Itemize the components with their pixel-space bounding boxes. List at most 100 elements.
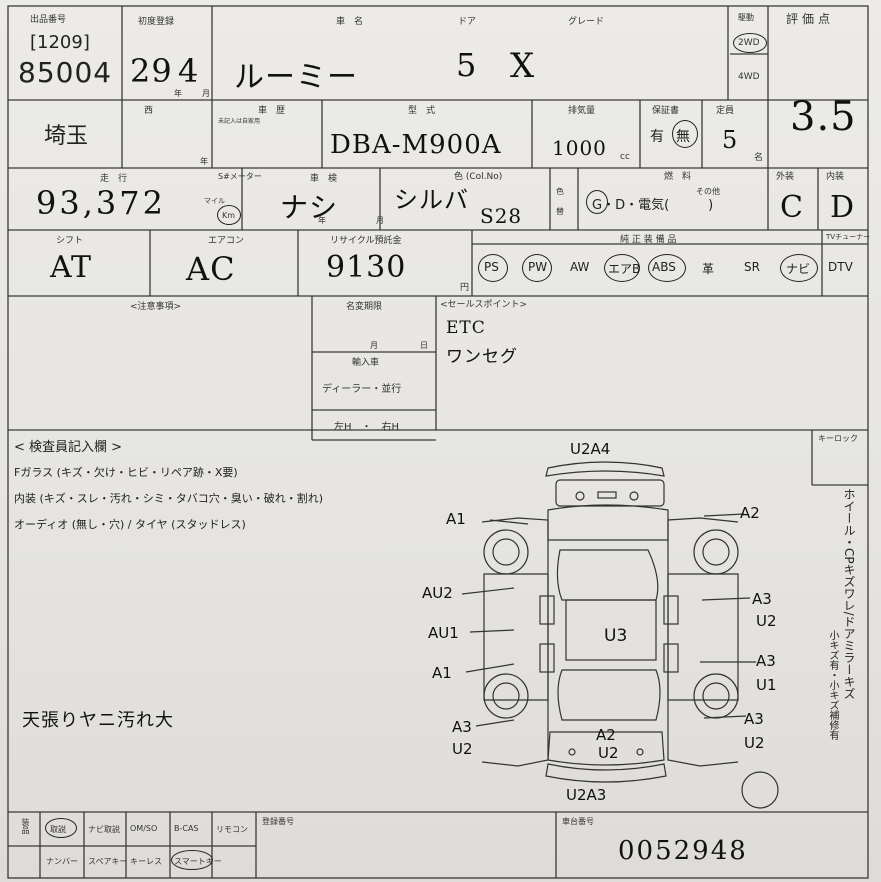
model-name-label: 車 名 bbox=[336, 17, 364, 27]
acc-keyless: キーレス bbox=[130, 857, 162, 866]
row2-year-label: 年 bbox=[200, 157, 208, 166]
displacement-label: 排気量 bbox=[568, 106, 596, 116]
fuel-other-label: その他 bbox=[696, 187, 720, 196]
history-label: 車 歴 bbox=[258, 106, 286, 116]
equip-dtv: DTV bbox=[828, 260, 853, 274]
acc-plate: ナンバー bbox=[46, 857, 78, 866]
interior-label: 内装 bbox=[826, 172, 845, 182]
month-label: 月 bbox=[202, 89, 210, 98]
km-circle-icon bbox=[217, 205, 241, 225]
color: シルバ bbox=[394, 186, 469, 214]
handle-side: 左H ・ 右H bbox=[334, 422, 400, 433]
mileage-unit-label: S#メーター bbox=[218, 172, 262, 181]
tuner-label: TVチューナー bbox=[826, 233, 871, 241]
import-dealer: ディーラー・並行 bbox=[322, 384, 402, 395]
inspector-title: < 検査員記入欄 > bbox=[14, 440, 123, 455]
type-label: 型 式 bbox=[408, 106, 436, 116]
mark-left-front-door: AU2 bbox=[422, 584, 453, 602]
shift: AT bbox=[50, 250, 93, 285]
accessories-label: 装品 bbox=[21, 818, 30, 834]
score: 3.5 bbox=[790, 94, 857, 140]
color-label: 色 (Col.No) bbox=[454, 172, 503, 182]
doors: 5 bbox=[456, 46, 478, 84]
equip-sr: SR bbox=[744, 260, 760, 274]
acc-bcas: B-CAS bbox=[174, 824, 199, 833]
drive-label: 駆動 bbox=[738, 13, 754, 22]
mark-left-front-fender: A1 bbox=[446, 510, 466, 528]
region: 埼玉 bbox=[44, 124, 89, 149]
inspection-month-label: 月 bbox=[376, 216, 384, 225]
warranty-circle-icon bbox=[672, 120, 698, 148]
mark-right-front-fender: A2 bbox=[740, 504, 760, 522]
import-label: 輸入車 bbox=[352, 358, 380, 368]
inspection-label: 車 検 bbox=[310, 174, 338, 184]
warranty-yes: 有 bbox=[650, 129, 664, 145]
drive-4wd: 4WD bbox=[738, 72, 760, 82]
selling-point-2: ワンセグ bbox=[446, 347, 518, 367]
equip-leather: 革 bbox=[702, 262, 715, 276]
audio-line: オーディオ (無し・穴) / タイヤ (スタッドレス) bbox=[14, 518, 246, 531]
fuel-gas-circle-icon bbox=[586, 190, 608, 214]
equip-abs-circle-icon bbox=[648, 254, 686, 282]
name-change-label: 名変期限 bbox=[346, 302, 383, 312]
equip-ps-circle-icon bbox=[478, 254, 508, 282]
equipment-label: 純 正 装 備 品 bbox=[620, 235, 677, 245]
mileage-label: 走 行 bbox=[100, 174, 128, 184]
drive-2wd-circle-icon bbox=[733, 33, 767, 53]
name-change-month-label: 月 bbox=[370, 341, 378, 350]
exterior-grade: C bbox=[780, 190, 804, 225]
inspection: ナシ bbox=[280, 191, 339, 224]
displacement: 1000 bbox=[552, 136, 607, 160]
recycle-label: リサイクル預託金 bbox=[330, 236, 402, 246]
mark-rear-1: A2 bbox=[596, 726, 616, 744]
capacity: 5 bbox=[722, 126, 739, 154]
selling-points-label: <セールスポイント> bbox=[440, 300, 528, 310]
registration-no-label: 登録番号 bbox=[262, 817, 294, 826]
score-label: 評価点 bbox=[786, 12, 835, 26]
acc-manual-circle-icon bbox=[45, 818, 77, 838]
car-diagram bbox=[461, 461, 779, 809]
windshield-line: Fガラス (キズ・欠け・ヒビ・リペア跡・X要) bbox=[14, 466, 238, 479]
acc-navi-manual: ナビ取説 bbox=[88, 825, 120, 834]
acc-om-so: OM/SO bbox=[130, 824, 158, 833]
keylock-label: キーロック bbox=[818, 434, 858, 443]
chassis-number: 0052948 bbox=[618, 836, 748, 866]
inspection-year-label: 年 bbox=[318, 216, 326, 225]
history-note: 未記入は自家用 bbox=[218, 118, 261, 125]
first-reg-year: 29 bbox=[130, 52, 173, 90]
mark-right-front-door-2: U2 bbox=[756, 612, 777, 630]
capacity-label: 定員 bbox=[716, 106, 735, 116]
first-reg-label: 初度登録 bbox=[138, 17, 175, 27]
mark-rear-2: U2 bbox=[598, 744, 619, 762]
name-change-day-label: 日 bbox=[420, 341, 428, 350]
mark-right-rear-quarter-2: U2 bbox=[744, 734, 765, 752]
mile-label: マイル bbox=[204, 197, 225, 205]
small-scratch-note: 小キズ有・小キズ補修有 bbox=[827, 630, 838, 740]
doors-label: ドア bbox=[458, 17, 477, 27]
cc-label: cc bbox=[620, 152, 630, 162]
color-change-label-2: 替 bbox=[556, 207, 564, 216]
model-name: ルーミー bbox=[234, 60, 358, 95]
warranty-label: 保証書 bbox=[652, 106, 680, 116]
mark-right-rear-door-1: A3 bbox=[756, 652, 776, 670]
wheel-note: ホイール・CPキズワレ/ドアミラーキズ bbox=[842, 488, 856, 700]
persons-label: 名 bbox=[754, 153, 764, 163]
first-reg-month: 4 bbox=[178, 52, 200, 90]
fuel-label: 燃 料 bbox=[664, 172, 692, 182]
grade-label: グレード bbox=[568, 17, 605, 27]
color-change-label: 色 bbox=[556, 187, 564, 196]
recycle-fee: 9130 bbox=[326, 250, 407, 285]
lot-label: 出品番号 bbox=[30, 15, 67, 25]
mark-left-rear-quarter-2: U2 bbox=[452, 740, 473, 758]
ac-label: エアコン bbox=[208, 236, 245, 246]
mark-right-front-door-1: A3 bbox=[752, 590, 772, 608]
acc-spare-key: スペアキー bbox=[88, 857, 128, 866]
mark-roof: U3 bbox=[604, 626, 628, 646]
equip-pw-circle-icon bbox=[522, 254, 552, 282]
mark-left-rear-quarter-1: A3 bbox=[452, 718, 472, 736]
selling-point-1: ETC bbox=[446, 318, 486, 338]
caution-label: <注意事項> bbox=[130, 302, 182, 312]
lot-code: [1209] bbox=[30, 32, 90, 53]
acc-remote: リモコン bbox=[216, 825, 248, 834]
